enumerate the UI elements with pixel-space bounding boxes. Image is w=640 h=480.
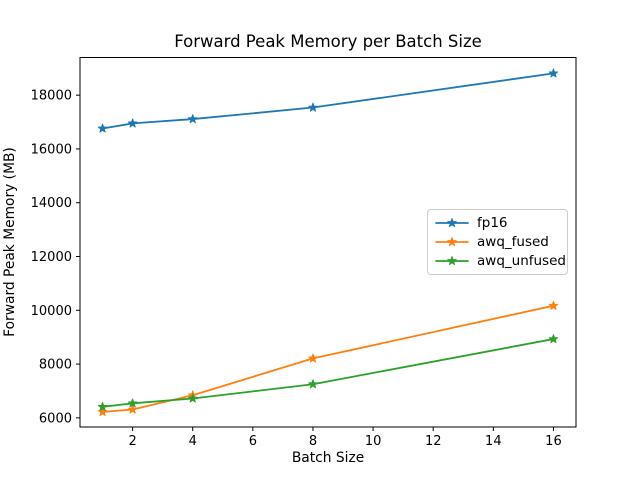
axes-frame: [79, 57, 577, 428]
data-point-star-awq_fused: [548, 300, 559, 310]
data-point-star-fp16: [97, 123, 108, 133]
legend-star: [447, 217, 457, 227]
legend-line-star-icon: [435, 236, 469, 247]
data-point-star-awq_fused: [308, 353, 318, 363]
legend-label: awq_unfused: [477, 253, 566, 270]
y-tick-label: 16000: [31, 142, 72, 157]
x-tick-label: 10: [365, 434, 382, 449]
y-tick-label: 14000: [31, 196, 72, 211]
data-point-star-awq_fused: [127, 404, 138, 414]
legend-item-fp16: fp16: [435, 213, 559, 232]
x-axis-label: Batch Size: [291, 450, 365, 466]
data-point-star-awq_unfused: [97, 401, 108, 411]
data-point-star-fp16: [308, 102, 318, 112]
legend-item-awq-fused: awq_fused: [435, 232, 559, 251]
chart-title: Forward Peak Memory per Batch Size: [174, 32, 482, 51]
y-tick-label: 12000: [31, 250, 72, 265]
series-line-awq_fused: [101, 304, 555, 413]
data-point-star-fp16: [187, 114, 198, 124]
legend-line-star-icon: [435, 217, 469, 227]
data-point-star-awq_unfused: [127, 398, 138, 408]
x-tick-label: 2: [128, 434, 136, 449]
x-tick-label: 6: [249, 434, 257, 449]
data-point-star-awq_unfused: [308, 379, 318, 389]
legend-label: fp16: [477, 214, 508, 231]
series-line-awq_unfused: [101, 338, 555, 408]
legend-star: [447, 256, 457, 266]
data-point-star-fp16: [548, 68, 559, 78]
x-tick-label: 12: [425, 434, 442, 449]
data-point-star-fp16: [127, 118, 138, 128]
y-tick-label: 8000: [39, 358, 72, 373]
legend-label: awq_fused: [477, 233, 549, 250]
x-tick-label: 4: [189, 434, 197, 449]
data-point-star-awq_unfused: [187, 393, 198, 403]
series-line-fp16: [101, 72, 555, 130]
data-point-star-awq_unfused: [548, 334, 559, 344]
legend: fp16 awq_fused awq_unfused: [427, 209, 568, 275]
y-tick-label: 6000: [39, 411, 72, 426]
legend-item-awq-unfused: awq_unfused: [435, 252, 566, 271]
legend-line-star-icon: [435, 256, 469, 266]
y-tick-label: 18000: [31, 89, 72, 104]
data-point-star-awq_fused: [97, 406, 108, 417]
y-tick-label: 10000: [31, 304, 72, 319]
x-tick-label: 14: [485, 434, 502, 449]
legend-star: [447, 236, 457, 247]
x-tick-label: 16: [545, 434, 562, 449]
x-tick-label: 8: [309, 434, 317, 449]
